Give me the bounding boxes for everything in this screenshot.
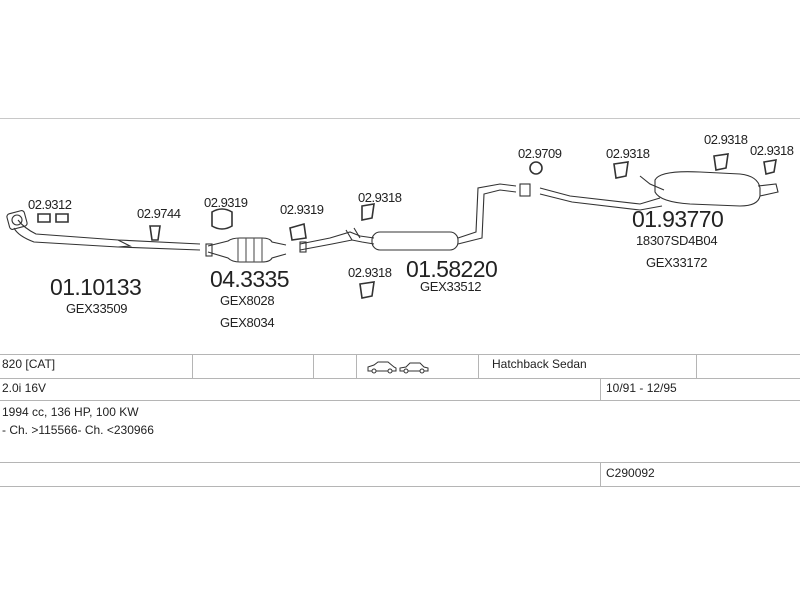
rubber-mount-icon-6 — [763, 159, 777, 175]
engine-specs: 1994 cc, 136 HP, 100 KW — [2, 405, 139, 419]
rubber-mount-icon-4 — [613, 161, 629, 179]
hatchback-icon — [367, 361, 397, 372]
production-dates: 10/91 - 12/95 — [606, 381, 677, 395]
accessory-code: 02.9318 — [348, 265, 392, 280]
gasket-icon-1 — [37, 213, 69, 223]
car-body-icons — [367, 361, 429, 374]
part-reference: GEX33512 — [420, 279, 482, 294]
engine-type: 2.0i 16V — [2, 381, 47, 395]
exhaust-parts-drawing — [6, 153, 779, 299]
catalog-code: C290092 — [606, 466, 655, 480]
part-number: 01.58220 — [406, 256, 498, 282]
accessory-code: 02.9319 — [204, 195, 248, 210]
accessory-icons — [37, 153, 777, 299]
chassis-range: - Ch. >115566- Ch. <230966 — [2, 423, 154, 437]
rubber-mount-icon-5 — [713, 153, 729, 171]
table-divider — [0, 486, 800, 487]
sedan-icon — [399, 362, 429, 372]
table-cell-border — [696, 354, 697, 378]
part-reference: GEX33509 — [66, 301, 128, 316]
accessory-code: 02.9709 — [518, 146, 562, 161]
table-cell-border — [600, 378, 601, 400]
front-pipe-part — [6, 210, 201, 251]
table-cell-border — [478, 354, 479, 378]
table-divider — [0, 462, 800, 463]
table-divider — [0, 354, 800, 355]
diagram-top-border — [0, 118, 800, 119]
part-number: 01.93770 — [632, 206, 724, 232]
table-cell-border — [192, 354, 193, 378]
vehicle-model: 820 [CAT] — [2, 357, 56, 371]
table-divider — [0, 400, 800, 401]
part-reference: GEX33172 — [646, 255, 708, 270]
table-cell-border — [356, 354, 357, 378]
accessory-code: 02.9318 — [358, 190, 402, 205]
part-number: 04.3335 — [210, 266, 290, 292]
accessory-code: 02.9318 — [750, 143, 794, 158]
gasket-icon-2 — [211, 208, 233, 230]
o-ring-icon — [529, 161, 543, 175]
accessory-code: 02.9318 — [606, 146, 650, 161]
accessory-code: 02.9312 — [28, 197, 72, 212]
body-types: Hatchback Sedan — [492, 357, 587, 371]
rear-silencer-part — [519, 171, 779, 211]
exhaust-system-diagram: 02.9312 02.9744 02.9319 02.9319 02.9318 … — [0, 118, 800, 330]
rubber-mount-icon-1 — [149, 225, 161, 241]
table-divider — [0, 378, 800, 379]
accessory-code: 02.9318 — [704, 132, 748, 147]
table-cell-border — [313, 354, 314, 378]
gasket-icon-3 — [289, 222, 307, 241]
part-reference: GEX8028 — [220, 293, 275, 308]
part-reference: GEX8034 — [220, 315, 275, 330]
rubber-mount-icon-3 — [359, 281, 375, 299]
rubber-mount-icon-2 — [361, 203, 375, 221]
accessory-code: 02.9744 — [137, 206, 181, 221]
middle-silencer-part — [299, 183, 517, 253]
part-reference: 18307SD4B04 — [636, 233, 718, 248]
catalytic-converter-part — [205, 237, 287, 263]
table-cell-border — [600, 462, 601, 486]
part-number: 01.10133 — [50, 274, 142, 300]
accessory-code: 02.9319 — [280, 202, 324, 217]
